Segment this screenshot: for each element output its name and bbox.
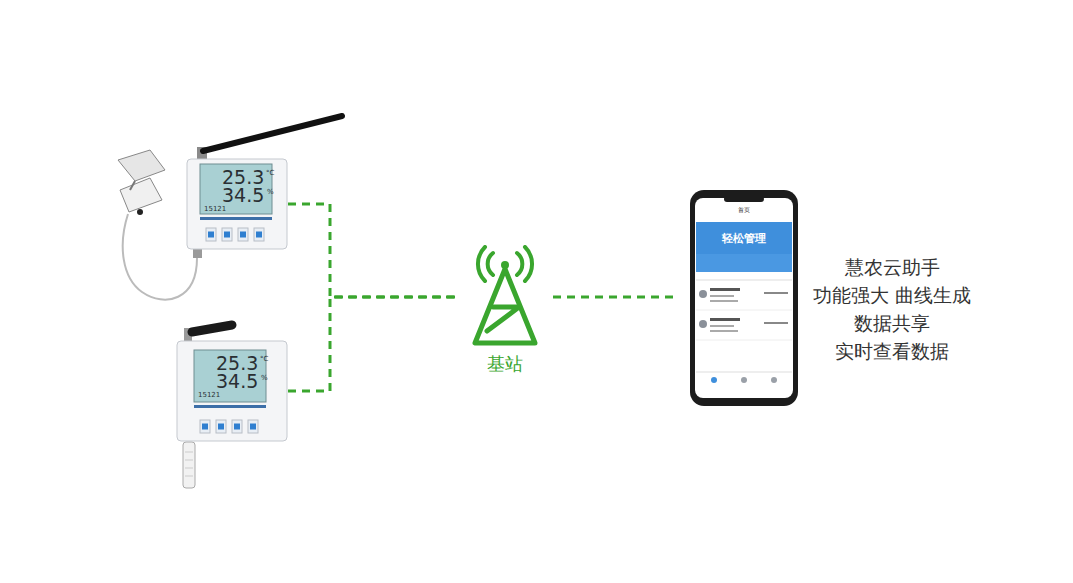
nav-icon [711, 377, 717, 383]
nav-icon [741, 377, 747, 383]
base-node: 基站 [457, 245, 553, 380]
key-button [206, 228, 216, 241]
list-line [764, 322, 788, 324]
probe-groove [185, 460, 193, 461]
list-line [710, 295, 734, 297]
clamp-hinge [130, 181, 135, 190]
list-divider [696, 310, 792, 311]
device-node: 25.3°C 34.5% 15121 [176, 340, 288, 442]
tab-bar [696, 280, 792, 281]
list-line [710, 330, 738, 332]
phone-screen [695, 198, 793, 398]
feature-text: 慧农云助手 [845, 256, 940, 279]
dashed-link [288, 204, 457, 297]
key-light [250, 424, 256, 430]
probe-groove [185, 476, 193, 477]
feature-text: 实时查看数据 [835, 340, 949, 363]
antenna [184, 325, 232, 341]
feature-text: 功能强大 曲线生成 [813, 284, 971, 307]
key-light [256, 232, 262, 238]
model-strip [194, 405, 266, 408]
signal-wave [478, 247, 485, 281]
key-button [222, 228, 232, 241]
nav-divider [696, 372, 792, 373]
signal-wave [525, 247, 532, 281]
antenna-rod [203, 116, 342, 151]
phone-body [690, 190, 798, 406]
lcd-reading: % [267, 189, 274, 196]
probe-groove [185, 468, 193, 469]
feature-text: 数据共享 [854, 312, 930, 335]
list-line [710, 300, 738, 302]
antenna-rod [192, 325, 232, 332]
probe [183, 442, 195, 488]
lcd-reading: % [261, 375, 268, 382]
key-light [224, 232, 230, 238]
key-button [200, 420, 210, 433]
app-text: 首页 [738, 207, 750, 213]
clamp-ring [137, 209, 143, 215]
device-node: 25.3°C 34.5% 15121 [186, 158, 288, 250]
clamp-jaw [118, 150, 165, 181]
tower-brace [487, 307, 519, 331]
lcd-reading: °C [260, 356, 268, 363]
device-housing [177, 341, 287, 441]
tower-tip [501, 261, 509, 269]
lcd-screen [194, 350, 266, 402]
phone-node: 首页轻松管理 [676, 190, 800, 406]
list-line [710, 318, 740, 321]
lcd-reading: 34.5 [216, 372, 258, 391]
list-divider [696, 340, 792, 341]
dashed-link [553, 296, 676, 299]
lcd-reading: °C [266, 170, 274, 177]
notch [724, 196, 764, 202]
lcd-screen [200, 164, 272, 214]
device-icon [699, 290, 707, 298]
key-light [218, 424, 224, 430]
cable-gland [193, 249, 202, 258]
probe-body [183, 442, 195, 488]
key-button [238, 228, 248, 241]
lcd-reading: 15121 [198, 392, 220, 399]
key-light [234, 424, 240, 430]
key-button [248, 420, 258, 433]
key-light [208, 232, 214, 238]
list-line [710, 325, 734, 327]
device-icon [699, 320, 707, 328]
station-label: 基站 [487, 355, 523, 373]
antenna [197, 116, 342, 160]
key-light [240, 232, 246, 238]
stats-row [696, 254, 792, 272]
signal-wave [517, 253, 522, 275]
list-line [764, 292, 788, 294]
nav-icon [771, 377, 777, 383]
signal-wave [488, 253, 493, 275]
list-line [710, 288, 740, 291]
key-button [232, 420, 242, 433]
app-banner [696, 222, 792, 254]
node-shape [676, 190, 800, 406]
tower-icon [475, 247, 535, 343]
key-button [254, 228, 264, 241]
lcd-reading: 25.3 [216, 354, 258, 373]
probe-groove [185, 452, 193, 453]
lcd-reading: 15121 [204, 206, 226, 213]
lcd-reading: 25.3 [222, 168, 264, 187]
sensor-cable [123, 214, 197, 300]
device-housing [187, 159, 287, 249]
clamp-jaw [120, 178, 162, 212]
app-text: 轻松管理 [722, 233, 766, 244]
dashed-link [288, 297, 457, 391]
key-light [202, 424, 208, 430]
lcd-reading: 34.5 [222, 186, 264, 205]
key-button [216, 420, 226, 433]
model-strip [200, 217, 272, 220]
